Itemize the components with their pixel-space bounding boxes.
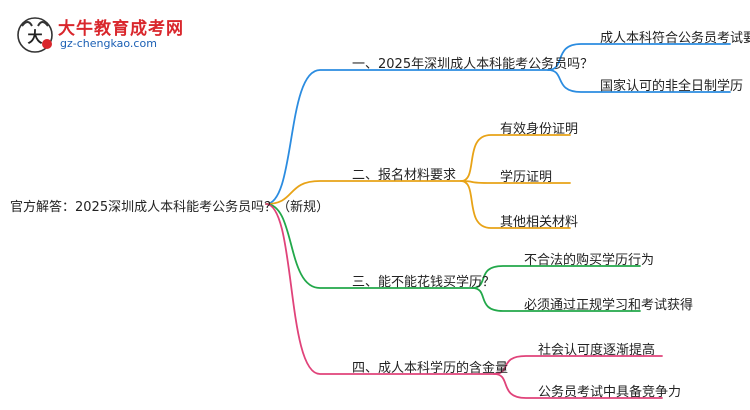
leaf-connector-1-1	[547, 43, 731, 71]
ox-mascot-icon: 大	[17, 17, 53, 53]
leaf-topic-4-2: 公务员考试中具备竞争力	[538, 385, 682, 400]
leaf-connector-2-2	[460, 180, 571, 184]
brand-logo[interactable]: 大 大牛教育成考网 gz-chengkao.com	[14, 12, 194, 56]
leaf-topic-1-1: 成人本科符合公务员考试要求	[600, 31, 750, 46]
leaf-topic-3-2: 必须通过正规学习和考试获得	[524, 298, 694, 313]
svg-text:大: 大	[27, 28, 42, 46]
root-topic: 官方解答：2025深圳成人本科能考公务员吗？（新规）	[10, 200, 330, 215]
branch-topic-2: 二、报名材料要求	[352, 168, 457, 183]
branch-topic-1: 一、2025年深圳成人本科能考公务员吗？	[352, 57, 594, 72]
leaf-connector-1-2	[547, 69, 731, 93]
leaf-connector-2-1	[460, 134, 571, 182]
leaf-topic-1-2: 国家认可的非全日制学历	[600, 79, 744, 94]
leaf-topic-3-1: 不合法的购买学历行为	[524, 253, 655, 268]
leaf-connector-3-2	[471, 287, 641, 312]
leaf-topic-2-3: 其他相关材料	[500, 215, 579, 230]
branch-topic-3: 三、能不能花钱买学历？	[352, 275, 496, 290]
leaf-connector-2-3	[460, 180, 571, 229]
leaf-connector-3-1	[471, 265, 641, 289]
branch-topic-4: 四、成人本科学历的含金量	[352, 361, 509, 376]
branch-connector-3	[265, 203, 473, 289]
leaf-topic-2-2: 学历证明	[500, 170, 553, 185]
leaf-connector-4-2	[493, 373, 663, 399]
leaf-topic-4-1: 社会认可度逐渐提高	[538, 343, 656, 358]
branch-connector-4	[265, 203, 495, 375]
branch-connector-2	[265, 180, 462, 205]
leaf-topic-2-1: 有效身份证明	[500, 122, 579, 137]
leaf-connector-4-1	[493, 355, 663, 375]
brand-name: 大牛教育成考网	[58, 19, 184, 39]
brand-url: gz-chengkao.com	[60, 37, 157, 50]
branch-connector-1	[265, 69, 549, 205]
